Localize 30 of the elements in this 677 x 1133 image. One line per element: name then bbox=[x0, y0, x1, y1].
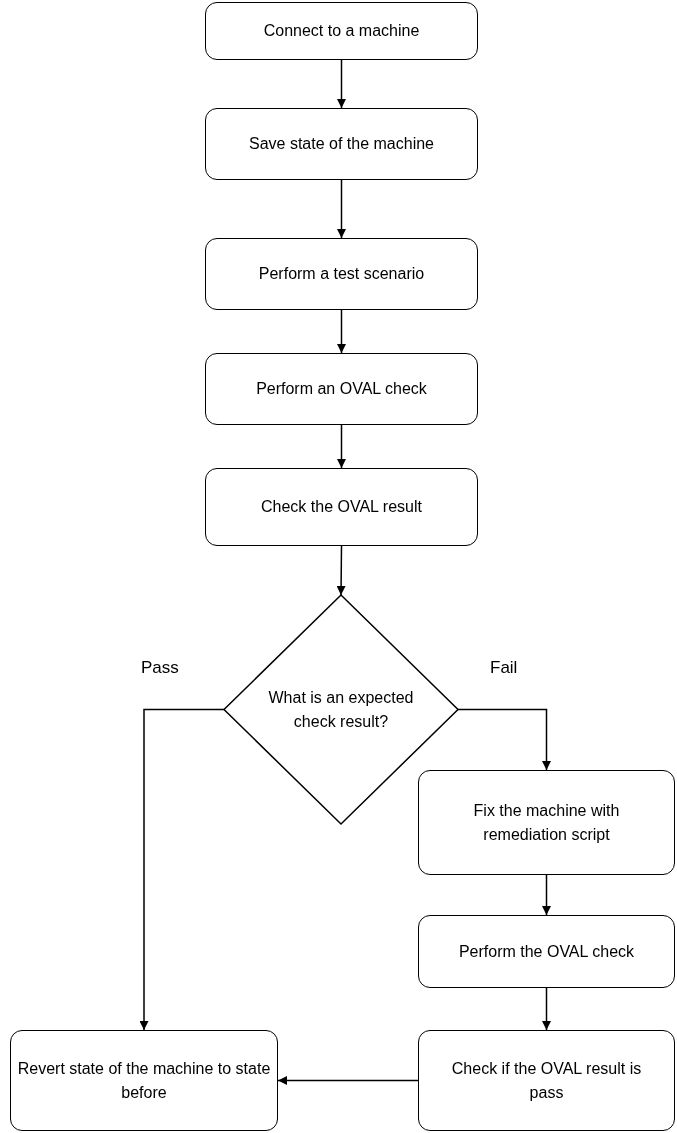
arrow bbox=[337, 59, 346, 109]
arrow bbox=[337, 179, 346, 239]
node-label: What is an expected check result? bbox=[267, 687, 415, 732]
arrow bbox=[277, 1076, 419, 1085]
decision-diamond bbox=[224, 595, 458, 824]
arrow bbox=[542, 874, 551, 916]
process-box bbox=[205, 108, 478, 180]
node-label: Perform the OVAL check bbox=[458, 941, 635, 962]
node-label: Revert state of the machine to state before bbox=[16, 1058, 272, 1103]
process-box bbox=[205, 468, 478, 546]
arrow bbox=[336, 545, 346, 596]
node-label: Perform a test scenario bbox=[258, 264, 425, 284]
node-label: Check the OVAL result bbox=[261, 497, 422, 517]
node-label: Perform an OVAL check bbox=[256, 379, 427, 399]
process-box bbox=[205, 353, 478, 425]
node-label: Check if the OVAL result is pass bbox=[451, 1058, 642, 1103]
process-box bbox=[418, 915, 675, 988]
arrow bbox=[457, 708, 551, 771]
node-label: Save state of the machine bbox=[249, 134, 434, 154]
process-box bbox=[418, 1030, 675, 1131]
process-box bbox=[418, 770, 675, 875]
arrow bbox=[337, 424, 346, 469]
process-box bbox=[205, 238, 478, 310]
arrow bbox=[337, 309, 346, 354]
node-label: Connect to a machine bbox=[263, 21, 420, 41]
arrow bbox=[139, 708, 225, 1031]
process-box bbox=[10, 1030, 278, 1131]
node-label: Fix the machine with remediation script bbox=[472, 800, 621, 845]
process-box bbox=[205, 2, 478, 60]
arrow bbox=[542, 987, 551, 1031]
